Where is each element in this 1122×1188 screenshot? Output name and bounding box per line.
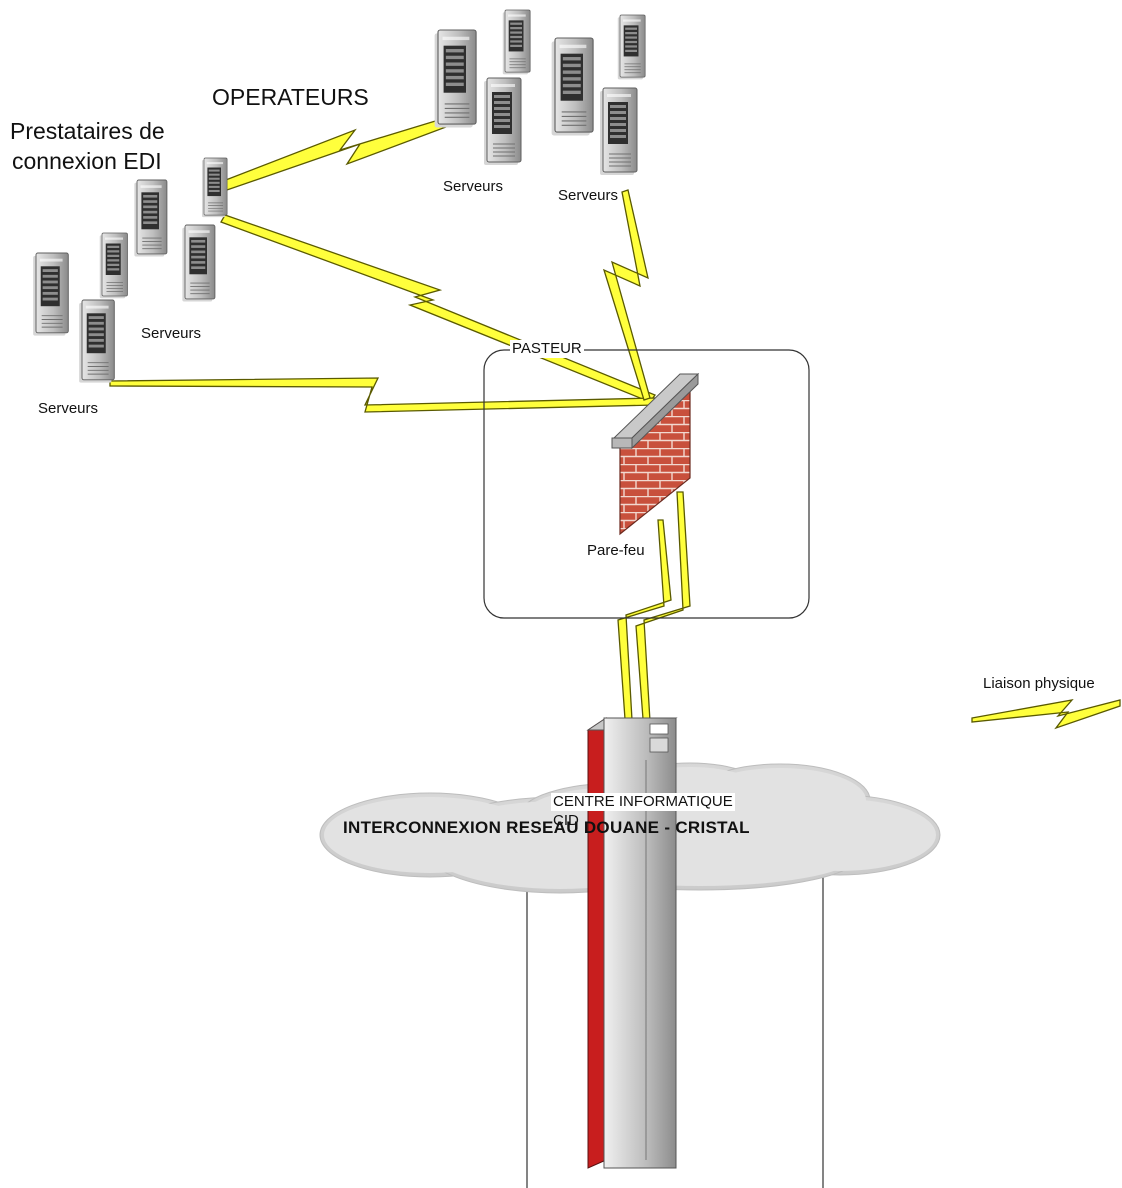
prestataires-label-line1: Prestataires de — [10, 118, 165, 144]
server-tower-icon — [434, 29, 477, 129]
pasteur-box — [483, 349, 810, 619]
cid-label-line2: CID — [553, 812, 579, 829]
server-tower-icon — [483, 77, 522, 166]
operateurs-label: OPERATEURS — [212, 84, 369, 110]
mainframe-computer-icon — [586, 717, 678, 1169]
server-tower-icon — [551, 37, 594, 137]
server-tower-icon — [181, 224, 216, 302]
cid-label-line1: CENTRE INFORMATIQUE — [551, 793, 735, 811]
server-tower-icon — [78, 299, 115, 384]
prestataires-label-line2: connexion EDI — [12, 148, 162, 174]
link-operateurs-to-pasteur — [602, 189, 651, 401]
server-tower-icon — [617, 14, 646, 80]
server-tower-icon — [133, 179, 168, 257]
link-serveurs-left-to-pasteur — [109, 377, 656, 413]
pasteur-label: PASTEUR — [510, 340, 584, 358]
legend-label: Liaison physique — [983, 675, 1095, 692]
server-tower-icon — [32, 252, 69, 337]
server-tower-icon — [99, 232, 128, 299]
cloud-label: INTERCONNEXION RESEAU DOUANE - CRISTAL — [343, 818, 750, 837]
link-edi-to-pasteur — [220, 214, 657, 403]
lightning-link-icon — [971, 699, 1121, 730]
link-edi-to-operateurs — [216, 111, 472, 192]
server-tower-icon — [502, 9, 531, 75]
serveurs-label-top-right: Serveurs — [558, 187, 619, 204]
server-tower-icon — [201, 157, 228, 218]
serveurs-label-mid: Serveurs — [141, 325, 202, 342]
serveurs-label-left: Serveurs — [38, 400, 99, 417]
pare-feu-label: Pare-feu — [587, 542, 645, 559]
brick-wall-firewall-icon — [611, 372, 700, 536]
server-tower-icon — [599, 87, 638, 176]
serveurs-label-top-left: Serveurs — [443, 178, 504, 195]
